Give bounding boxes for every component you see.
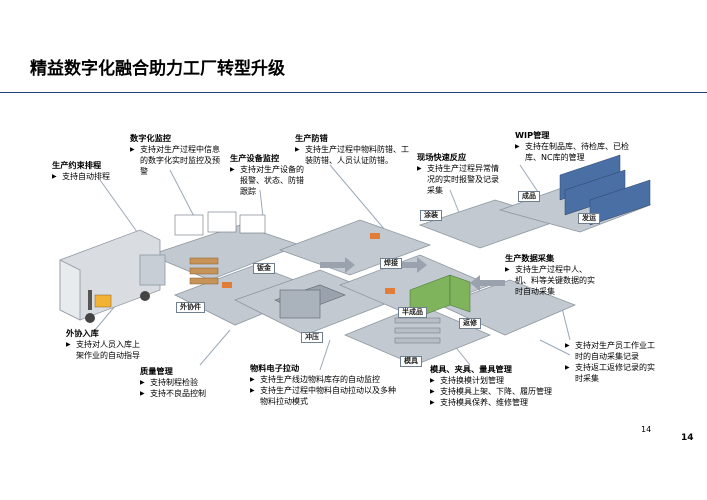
callout-item: 支持对生产过程中信息的数字化实时监控及预警	[130, 144, 226, 177]
callout-heading: 生产约束排程	[52, 160, 102, 170]
callout-error-proofing: 生产防错 支持生产过程中物料防错、工装防错、人员认证防错。	[295, 133, 413, 166]
area-label-welding: 焊接	[380, 258, 402, 269]
title-divider	[0, 92, 707, 93]
callout-data-collection: 生产数据采集 支持生产过程中人、机、料等关键数据的实时自动采集	[505, 253, 595, 297]
forklift	[88, 290, 112, 310]
callout-item: 支持返工返修记录的实时采集	[565, 362, 660, 384]
callout-tooling: 模具、夹具、量具管理 支持换模计划管理 支持模具上架、下降、履历管理 支持模具保…	[430, 364, 560, 408]
callout-heading: 物料电子拉动	[250, 363, 300, 373]
callout-item: 支持制程检验	[140, 377, 230, 388]
callout-item: 支持在制品库、待检库、已检库、NC库的管理	[515, 141, 635, 163]
callout-item: 支持模具保养、维修管理	[430, 397, 560, 408]
callout-outsource-inbound: 外协入库 支持对人员入库上架作业的自动指导	[66, 328, 146, 361]
callout-heading: WIP管理	[515, 130, 550, 140]
area-label-painting: 涂装	[420, 210, 442, 221]
dashboards	[174, 211, 266, 236]
flow-arrows	[320, 257, 505, 291]
callout-item: 支持生产过程中人、机、料等关键数据的实时自动采集	[505, 264, 595, 297]
callout-heading: 生产防错	[295, 133, 328, 143]
wip-warehouse-racks	[559, 154, 651, 226]
callout-quality: 质量管理 支持制程检验 支持不良品控制	[140, 366, 230, 399]
area-label-stamping: 冲压	[301, 332, 323, 343]
stamping-press	[274, 284, 346, 319]
callout-material-pull: 物料电子拉动 支持生产线边物料库存的自动监控 支持生产过程中物料自动拉动以及多种…	[250, 363, 400, 407]
carts	[222, 233, 395, 294]
callout-heading: 数字化监控	[130, 133, 171, 143]
area-label-finished: 成品	[518, 191, 540, 202]
callout-item: 支持生产过程中物料防错、工装防错、人员认证防错。	[295, 144, 413, 166]
area-label-mold: 模具	[400, 356, 422, 367]
rack-left	[189, 257, 219, 285]
callout-heading: 生产设备监控	[230, 153, 280, 163]
callout-heading: 模具、夹具、量具管理	[430, 364, 512, 374]
callout-item: 支持生产过程异常情况的实时报警及记录采集	[417, 163, 505, 196]
area-label-repair: 返修	[459, 318, 481, 329]
callout-equipment-monitoring: 生产设备监控 支持对生产设备的报警、状态、防错跟踪	[230, 153, 305, 197]
area-label-outsource: 外协件	[176, 302, 205, 313]
page-number: 14	[681, 433, 694, 443]
area-label-shipping: 发运	[578, 213, 600, 224]
callout-rapid-response: 现场快速反应 支持生产过程异常情况的实时报警及记录采集	[417, 152, 505, 196]
callout-heading: 外协入库	[66, 328, 99, 338]
callout-item: 支持模具上架、下降、履历管理	[430, 386, 560, 397]
mold-shelves	[394, 317, 441, 344]
truck	[59, 229, 166, 323]
callout-staff-hours: 支持对生产员工作业工时的自动采集记录 支持返工返修记录的实时采集	[565, 340, 660, 384]
callout-item: 支持不良品控制	[140, 388, 230, 399]
callout-item: 支持对人员入库上架作业的自动指导	[66, 339, 146, 361]
callout-heading: 质量管理	[140, 366, 173, 376]
area-label-sheet-metal: 钣金	[253, 263, 275, 274]
callout-heading: 生产数据采集	[505, 253, 555, 263]
page-number-small: 14	[641, 425, 652, 434]
callout-heading: 现场快速反应	[417, 152, 467, 162]
callout-item: 支持生产线边物料库存的自动监控	[250, 374, 400, 385]
area-label-semi-finished: 半成品	[398, 307, 427, 318]
page-title: 精益数字化融合助力工厂转型升级	[30, 59, 285, 79]
callout-digital-monitoring: 数字化监控 支持对生产过程中信息的数字化实时监控及预警	[130, 133, 226, 177]
callout-wip: WIP管理 支持在制品库、待检库、已检库、NC库的管理	[515, 130, 635, 163]
callout-schedule: 生产约束排程 支持自动排程	[52, 160, 142, 182]
callout-item: 支持生产过程中物料自动拉动以及多种物料拉动模式	[250, 385, 400, 407]
callout-item: 支持自动排程	[52, 171, 142, 182]
callout-item: 支持对生产员工作业工时的自动采集记录	[565, 340, 660, 362]
callout-item: 支持对生产设备的报警、状态、防错跟踪	[230, 164, 305, 197]
callout-item: 支持换模计划管理	[430, 375, 560, 386]
